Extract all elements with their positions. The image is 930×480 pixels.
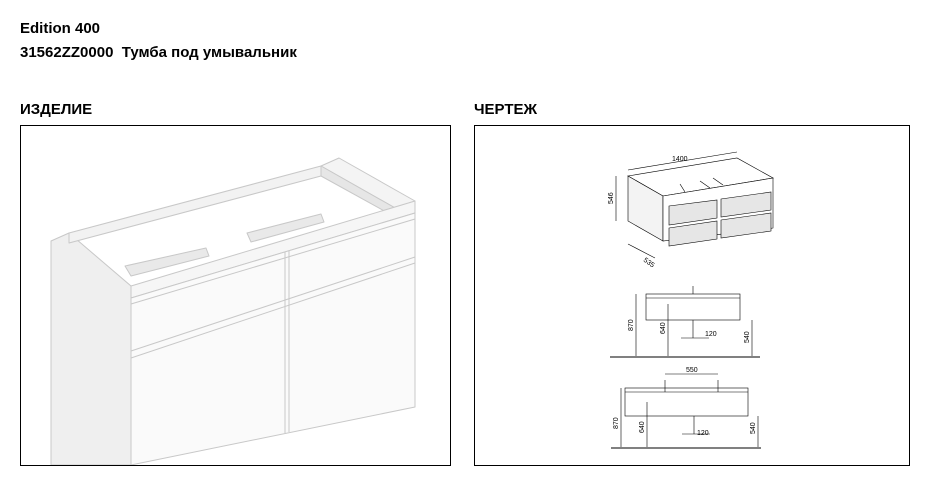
dim-right-height-2: 540: [750, 422, 757, 434]
product-description: Тумба под умывальник: [121, 44, 297, 61]
dim-siphon-offset-1: 120: [705, 331, 717, 338]
product-image-panel: [20, 125, 451, 466]
article-number: 31562ZZ0000: [20, 44, 114, 61]
series-title: Edition 400: [20, 20, 101, 37]
section-title-product: ИЗДЕЛИЕ: [20, 101, 93, 118]
dim-floor-height-1: 640: [660, 322, 667, 334]
dim-siphon-offset-2: 120: [697, 430, 709, 437]
front-view-1: [610, 286, 760, 358]
dim-width: 1400: [672, 156, 688, 163]
cabinet-back: [68, 165, 322, 244]
dim-right-height-1: 540: [744, 331, 751, 343]
isometric-view: [615, 151, 774, 259]
cabinet-front: [130, 212, 416, 465]
dim-floor-height-2: 640: [639, 421, 646, 433]
dim-depth: 535: [642, 257, 656, 269]
dim-total-height-2: 870: [613, 417, 620, 429]
dim-total-height-1: 870: [628, 319, 635, 331]
front-view-2: [611, 373, 761, 449]
technical-drawing-panel: 1400 546 535 870 640 120 540 550 870 640…: [474, 125, 910, 466]
dim-height: 546: [608, 192, 615, 204]
section-title-drawing: ЧЕРТЕЖ: [474, 101, 538, 118]
cabinet-render: [50, 157, 416, 465]
product-title: 31562ZZ0000 Тумба под умывальник: [20, 44, 297, 61]
cabinet-left-side: [50, 232, 132, 465]
drawer-divider-horizontal: [130, 256, 416, 352]
dim-spacing: 550: [686, 367, 698, 374]
technical-drawing: 1400 546 535 870 640 120 540 550 870 640…: [608, 151, 774, 449]
